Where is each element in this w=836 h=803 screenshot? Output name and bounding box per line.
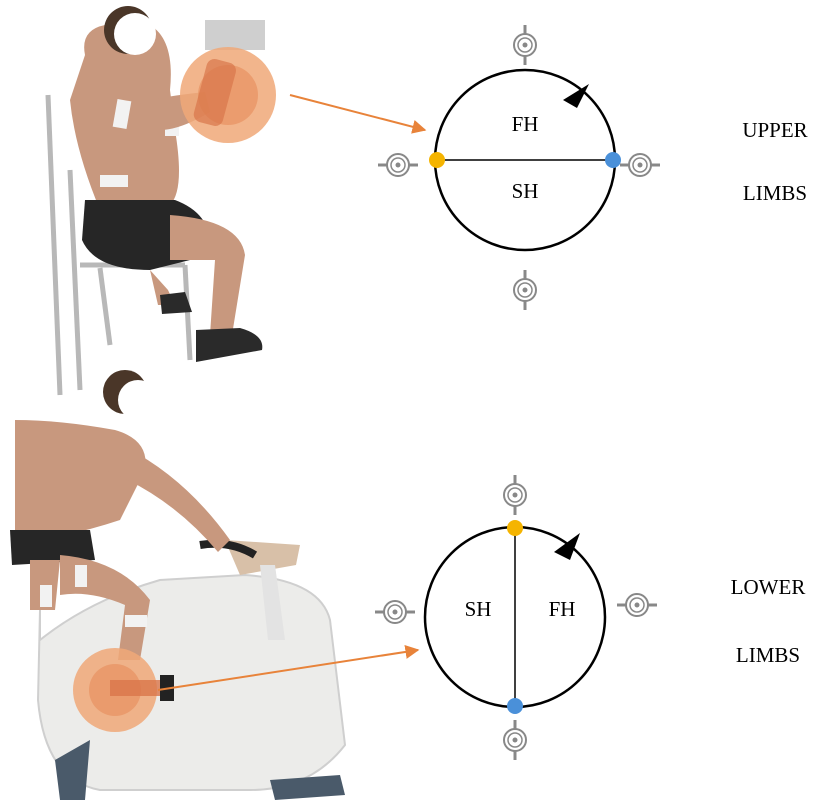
crank-icon (504, 720, 526, 760)
crank-icon (514, 25, 536, 65)
crank-icon (504, 475, 526, 515)
face-mask (114, 13, 156, 55)
crank-icon (617, 594, 657, 616)
lower-cycle-diagram: SH FH (375, 475, 657, 760)
lower-start-marker (507, 520, 523, 536)
lower-first-half-label: FH (549, 597, 576, 621)
upper-first-half-label: FH (512, 112, 539, 136)
crank-icon (514, 270, 536, 310)
lower-caption-line1: LOWER (731, 575, 806, 599)
upper-limbs-photo (48, 6, 276, 395)
lower-second-half-label: SH (465, 597, 492, 621)
crank-icon (620, 154, 660, 176)
upper-end-marker (605, 152, 621, 168)
upper-direction-arrowhead (563, 84, 589, 108)
face-mask (118, 380, 158, 420)
lower-caption-line2: LIMBS (736, 643, 800, 667)
lower-limbs-photo (10, 370, 345, 800)
lower-end-marker (507, 698, 523, 714)
upper-caption-line1: UPPER (742, 118, 807, 142)
upper-second-half-label: SH (512, 179, 539, 203)
upper-cycle-diagram: FH SH (378, 25, 660, 310)
crank-icon (378, 154, 418, 176)
crank-icon (375, 601, 415, 623)
upper-start-marker (429, 152, 445, 168)
upper-caption-line2: LIMBS (743, 181, 807, 205)
upper-pointer-arrow (290, 95, 425, 130)
